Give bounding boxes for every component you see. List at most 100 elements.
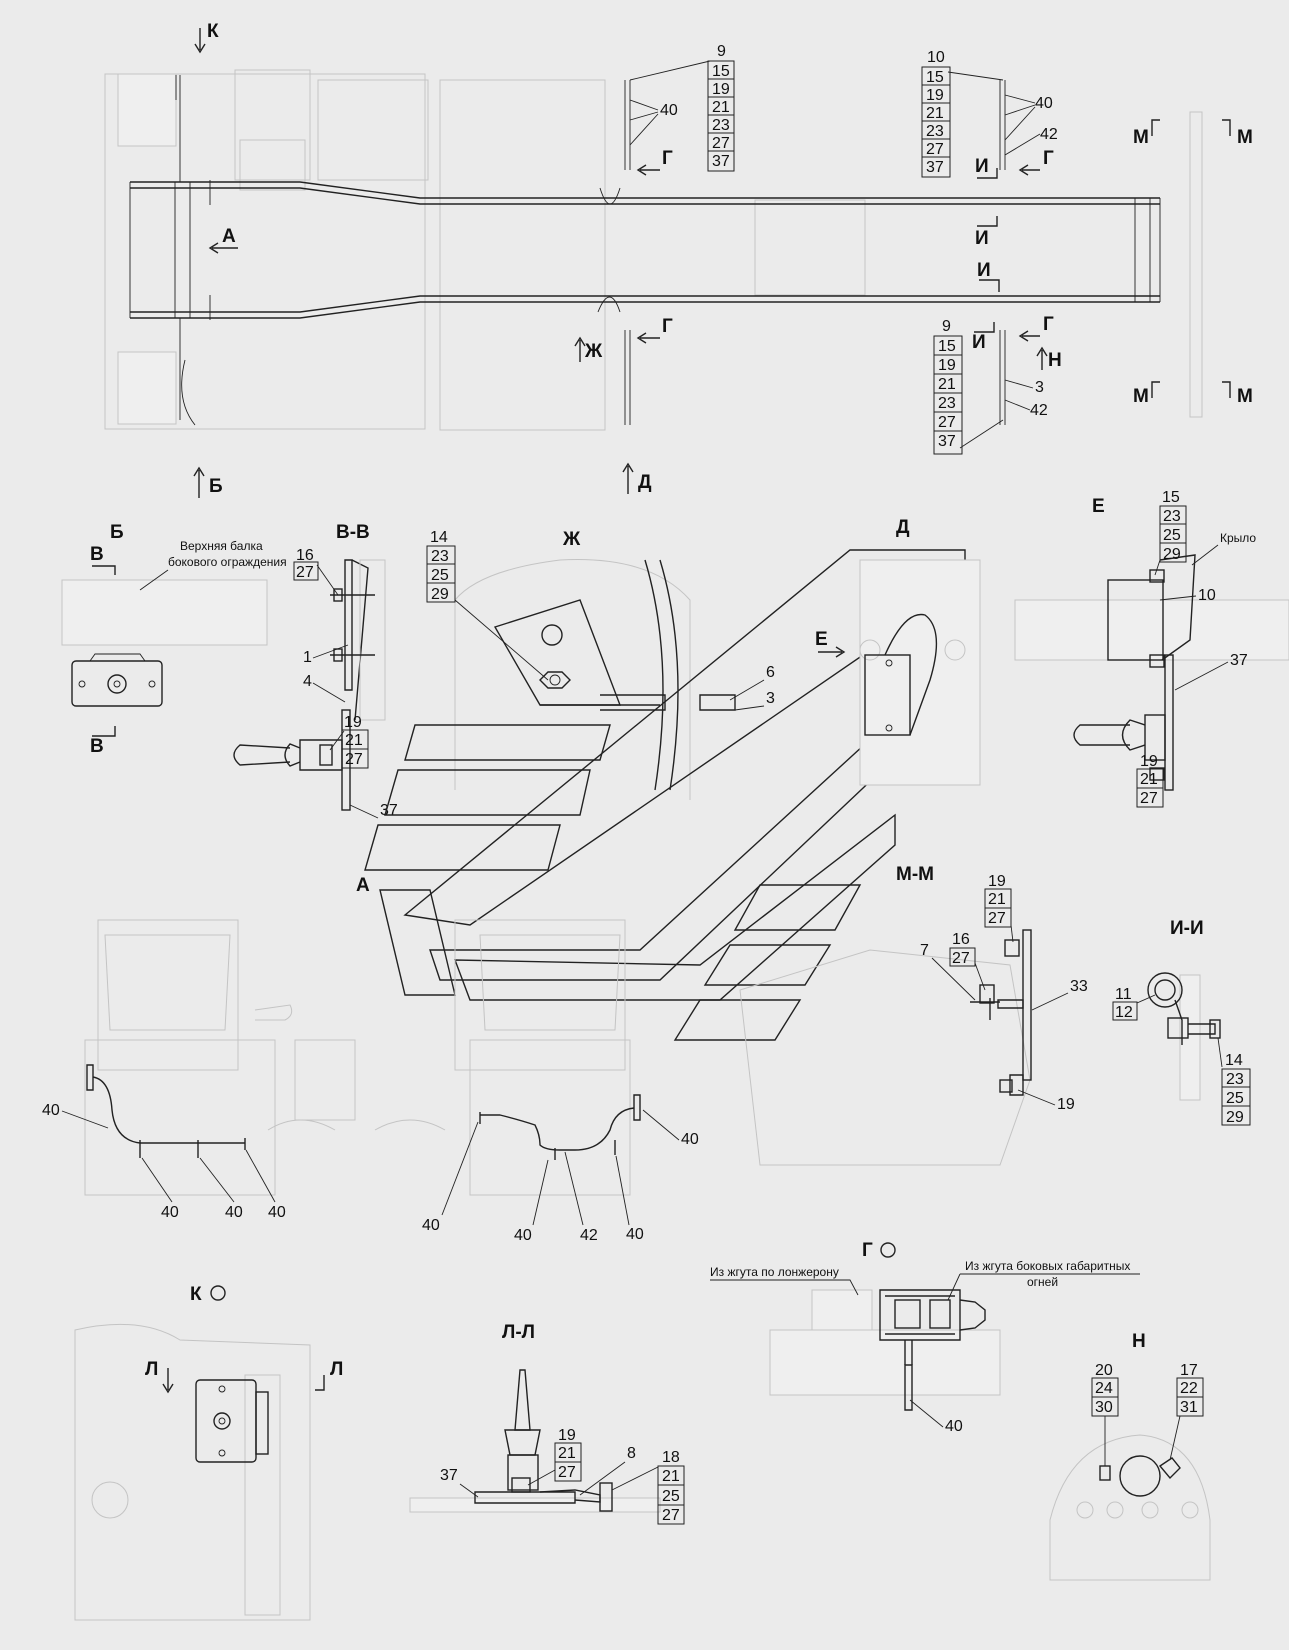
callout-15: 15 [926,69,944,86]
note-from-side-harness-1: Из жгута боковых габаритных [965,1259,1130,1273]
callout-40: 40 [660,102,678,119]
callout-16: 16 [952,931,970,948]
callout-14: 14 [1225,1052,1243,1069]
callout-3: 3 [766,690,775,707]
callout-23: 23 [712,117,730,134]
callout-21: 21 [712,99,730,116]
view-n-label: Н [1048,350,1062,371]
section-vv-title: В-В [336,522,370,543]
note-upper-beam-2: бокового ограждения [168,555,287,569]
callout-30: 30 [1095,1399,1113,1416]
callout-27: 27 [926,141,944,158]
section-l-label-right: Л [330,1359,343,1380]
callout-19: 19 [1057,1096,1075,1113]
top-left-callouts: 9 15 19 21 23 27 37 40 [629,43,735,172]
callout-23: 23 [926,123,944,140]
callout-25: 25 [431,567,449,584]
view-e-title: Е [1092,496,1105,517]
callout-25: 25 [1163,527,1181,544]
callout-19: 19 [926,87,944,104]
callout-19: 19 [988,873,1006,890]
view-e-arrow-label: Е [815,629,828,650]
section-i-label-4: И [972,332,986,353]
section-m-label-1: М [1133,127,1149,148]
callout-40: 40 [514,1227,532,1244]
callout-19: 19 [344,714,362,731]
callout-19: 19 [938,357,956,374]
view-g-circle-title: Г [862,1240,873,1261]
bottom-right-callouts: 9 15 19 21 23 27 37 3 42 [933,318,1048,455]
callout-21: 21 [988,891,1006,908]
view-n: Н 20 24 30 17 22 31 [1049,1331,1211,1581]
view-g-label-4: Г [1043,314,1054,335]
view-e: Е 15 23 25 29 Крыло 10 37 19 21 27 [1014,489,1289,808]
callout-42: 42 [1040,126,1058,143]
view-g-detail: Г Из жгута по лонжерону Из жгута боковых… [710,1240,1140,1435]
callout-19: 19 [558,1427,576,1444]
note-wing: Крыло [1220,531,1256,545]
view-a-label: А [222,226,236,247]
view-a-title: А [356,875,370,896]
callout-21: 21 [558,1445,576,1462]
callout-24: 24 [1095,1380,1113,1397]
callout-37: 37 [926,159,944,176]
view-a: А 40 40 40 40 40 40 40 42 40 [42,875,1031,1244]
callout-21: 21 [1140,771,1158,788]
callout-15: 15 [938,338,956,355]
note-from-frame-harness: Из жгута по лонжерону [710,1265,839,1279]
callout-23: 23 [938,395,956,412]
section-ii-title: И-И [1170,918,1204,939]
view-d: Д Е [815,517,981,786]
callout-27: 27 [345,751,363,768]
view-k-circle-title: К [190,1284,202,1305]
callout-19: 19 [712,81,730,98]
view-g-label-3: Г [1043,148,1054,169]
callout-37: 37 [440,1467,458,1484]
callout-29: 29 [1226,1109,1244,1126]
callout-33: 33 [1070,978,1088,995]
callout-40: 40 [681,1131,699,1148]
callout-31: 31 [1180,1399,1198,1416]
callout-42: 42 [580,1227,598,1244]
section-mm-title: М-М [896,864,934,885]
callout-27: 27 [662,1507,680,1524]
callout-12: 12 [1115,1004,1133,1021]
callout-29: 29 [1163,546,1181,563]
callout-37: 37 [1230,652,1248,669]
callout-25: 25 [1226,1090,1244,1107]
callout-40: 40 [945,1418,963,1435]
callout-22: 22 [1180,1380,1198,1397]
callout-1: 1 [303,649,312,666]
view-n-title: Н [1132,1331,1146,1352]
section-i-label-3: И [977,260,991,281]
section-ll: Л-Л 37 19 21 27 8 18 21 25 27 [409,1322,685,1525]
callout-6: 6 [766,664,775,681]
callout-27: 27 [988,910,1006,927]
section-ll-title: Л-Л [502,1322,535,1343]
callout-23: 23 [1163,508,1181,525]
callout-40: 40 [225,1204,243,1221]
view-k-label: К [207,21,219,42]
callout-21: 21 [345,732,363,749]
section-m-label-2: М [1237,127,1253,148]
callout-37: 37 [380,802,398,819]
callout-40: 40 [422,1217,440,1234]
callout-21: 21 [926,105,944,122]
callout-37: 37 [712,153,730,170]
callout-9: 9 [717,43,726,60]
view-b-label: Б [209,476,223,497]
view-zh-title: Ж [562,529,581,550]
callout-15: 15 [1162,489,1180,506]
callout-18: 18 [662,1449,680,1466]
callout-40: 40 [42,1102,60,1119]
callout-10: 10 [927,49,945,66]
view-g-label-2: Г [662,316,673,337]
section-i-label-1: И [975,156,989,177]
callout-42: 42 [1030,402,1048,419]
section-m-label-4: М [1237,386,1253,407]
callout-11: 11 [1115,986,1132,1003]
callout-37: 37 [938,433,956,450]
callout-15: 15 [712,63,730,80]
view-k: К Л Л [74,1284,343,1621]
